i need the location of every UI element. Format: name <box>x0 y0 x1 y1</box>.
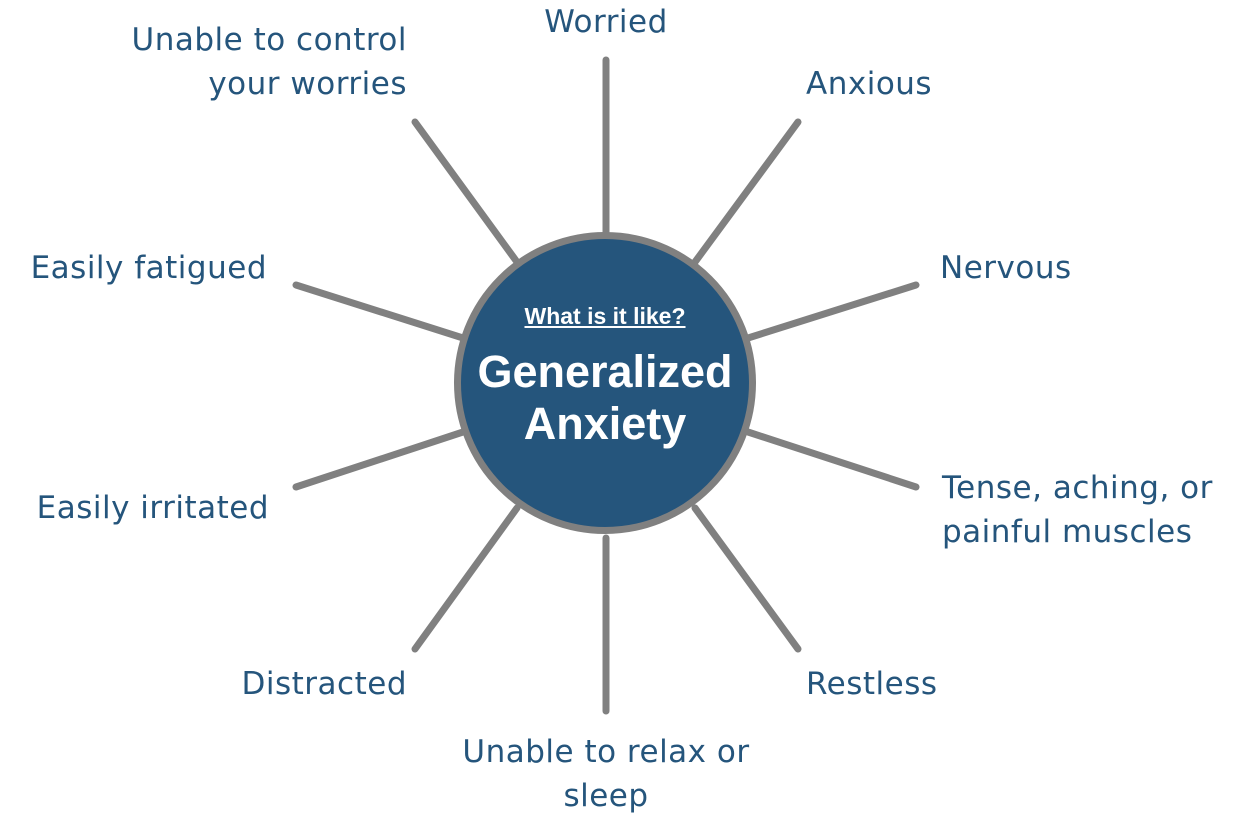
spoke-distracted <box>411 504 521 653</box>
label-irritated: Easily irritated <box>36 490 269 526</box>
label-unable-relax: Unable to relax or sleep <box>462 734 750 814</box>
spoke-tense <box>744 428 920 491</box>
label-nervous: Nervous <box>940 250 1072 286</box>
label-distracted: Distracted <box>241 666 407 702</box>
label-unable-control: Unable to control your worries <box>131 22 407 102</box>
spoke-unable-control <box>411 118 521 266</box>
spoke-fatigued <box>292 281 467 342</box>
label-worried: Worried <box>544 4 668 40</box>
spoke-restless <box>691 504 802 653</box>
hub-title: Generalized Anxiety <box>477 345 733 449</box>
label-tense: Tense, aching, or painful muscles <box>942 470 1213 550</box>
hub-subtitle: What is it like? <box>524 302 686 329</box>
center-hub: What is it like? Generalized Anxiety <box>454 232 756 534</box>
label-anxious: Anxious <box>806 66 933 102</box>
spoke-anxious <box>691 118 802 266</box>
spoke-irritated <box>292 428 467 491</box>
label-fatigued: Easily fatigued <box>30 250 267 286</box>
label-restless: Restless <box>806 666 938 702</box>
spoke-nervous <box>744 281 920 342</box>
